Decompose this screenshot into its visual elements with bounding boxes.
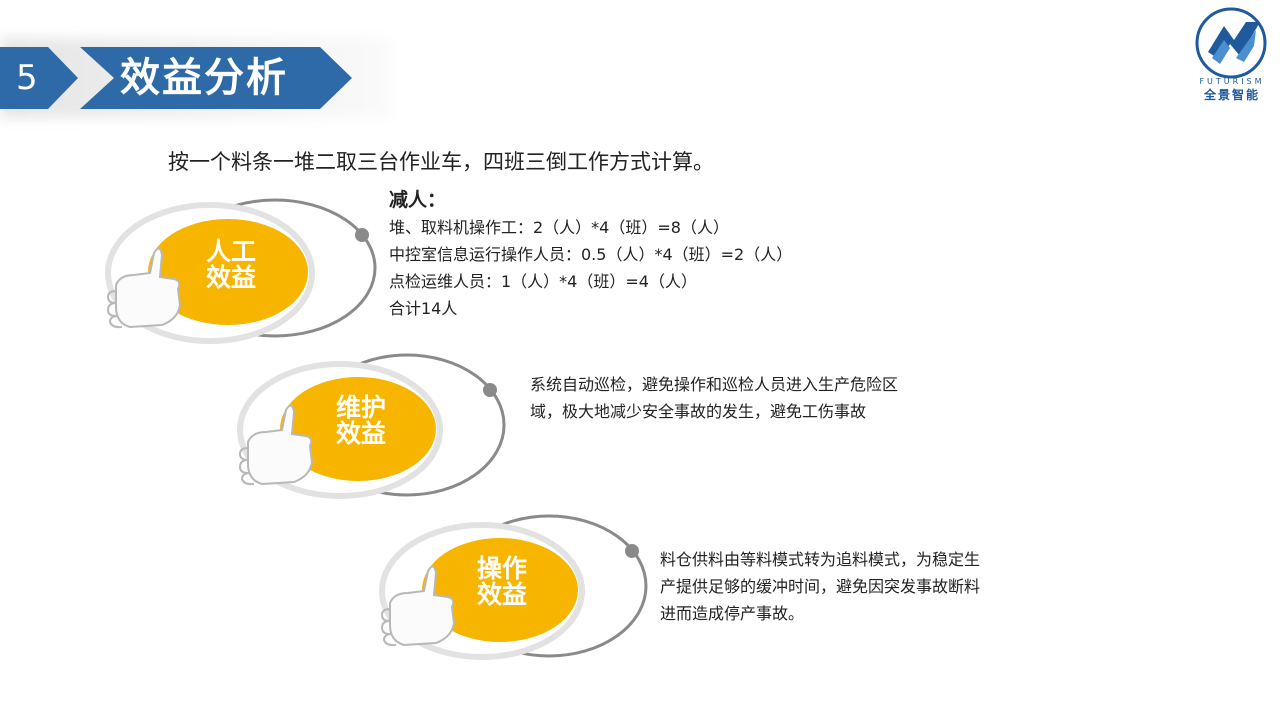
badge-label-operation: 操作 效益 bbox=[462, 556, 542, 608]
badge-label-line2: 效益 bbox=[335, 419, 386, 448]
badge-label-line2: 效益 bbox=[476, 580, 527, 609]
badge-label-line1: 操作 bbox=[476, 554, 527, 583]
thumbs-up-icon bbox=[380, 565, 456, 647]
detail-line: 点检运维人员：1（人）*4（班）=4（人） bbox=[389, 272, 697, 291]
maintenance-benefit-details: 系统自动巡检，避免操作和巡检人员进入生产危险区 域，极大地减少安全事故的发生，避… bbox=[530, 371, 898, 425]
badge-label-line1: 人工 bbox=[205, 237, 256, 266]
detail-line: 系统自动巡检，避免操作和巡检人员进入生产危险区 bbox=[530, 375, 899, 394]
badge-graphic bbox=[379, 514, 648, 660]
badge-label-labor: 人工 效益 bbox=[191, 239, 271, 291]
operation-benefit-details: 料仓供料由等料模式转为追料模式，为稳定生 产提供足够的缓冲时间，避免因突发事故断… bbox=[660, 546, 980, 627]
title-ribbon bbox=[80, 47, 352, 109]
badge-graphic bbox=[105, 198, 377, 344]
badge-label-line2: 效益 bbox=[205, 263, 256, 292]
labor-benefit-details: 减人： 堆、取料机操作工：2（人）*4（班）=8（人） 中控室信息运行操作人员：… bbox=[389, 186, 792, 322]
detail-line: 进而造成停产事故。 bbox=[660, 604, 805, 623]
detail-line: 域，极大地减少安全事故的发生，避免工伤事故 bbox=[530, 402, 867, 421]
badge-graphic bbox=[237, 353, 506, 499]
benefit-badge-labor: 人工 效益 bbox=[100, 195, 380, 345]
badge-label-line1: 维护 bbox=[335, 393, 386, 422]
detail-line: 中控室信息运行操作人员：0.5（人）*4（班）=2（人） bbox=[389, 245, 793, 264]
intro-text: 按一个料条一堆二取三台作业车，四班三倒工作方式计算。 bbox=[168, 150, 714, 174]
benefit-badge-maintenance: 维护 效益 bbox=[232, 352, 512, 502]
detail-line: 合计14人 bbox=[389, 299, 458, 318]
logo-text-cn: 全景智能 bbox=[1203, 88, 1260, 102]
page-title: 效益分析 bbox=[120, 55, 288, 101]
badge-label-maintenance: 维护 效益 bbox=[321, 395, 401, 447]
detail-line: 料仓供料由等料模式转为追料模式，为稳定生 bbox=[660, 550, 981, 569]
detail-line: 堆、取料机操作工：2（人）*4（班）=8（人） bbox=[389, 218, 729, 237]
futurism-logo-icon bbox=[1195, 7, 1267, 79]
thumbs-up-icon bbox=[106, 247, 182, 329]
logo-text-en: FUTURISM bbox=[1199, 77, 1265, 86]
benefit-badge-operation: 操作 效益 bbox=[374, 513, 654, 663]
reduce-heading: 减人： bbox=[389, 189, 447, 211]
detail-line: 产提供足够的缓冲时间，避免因突发事故断料 bbox=[660, 577, 981, 596]
thumbs-up-icon bbox=[238, 404, 314, 486]
